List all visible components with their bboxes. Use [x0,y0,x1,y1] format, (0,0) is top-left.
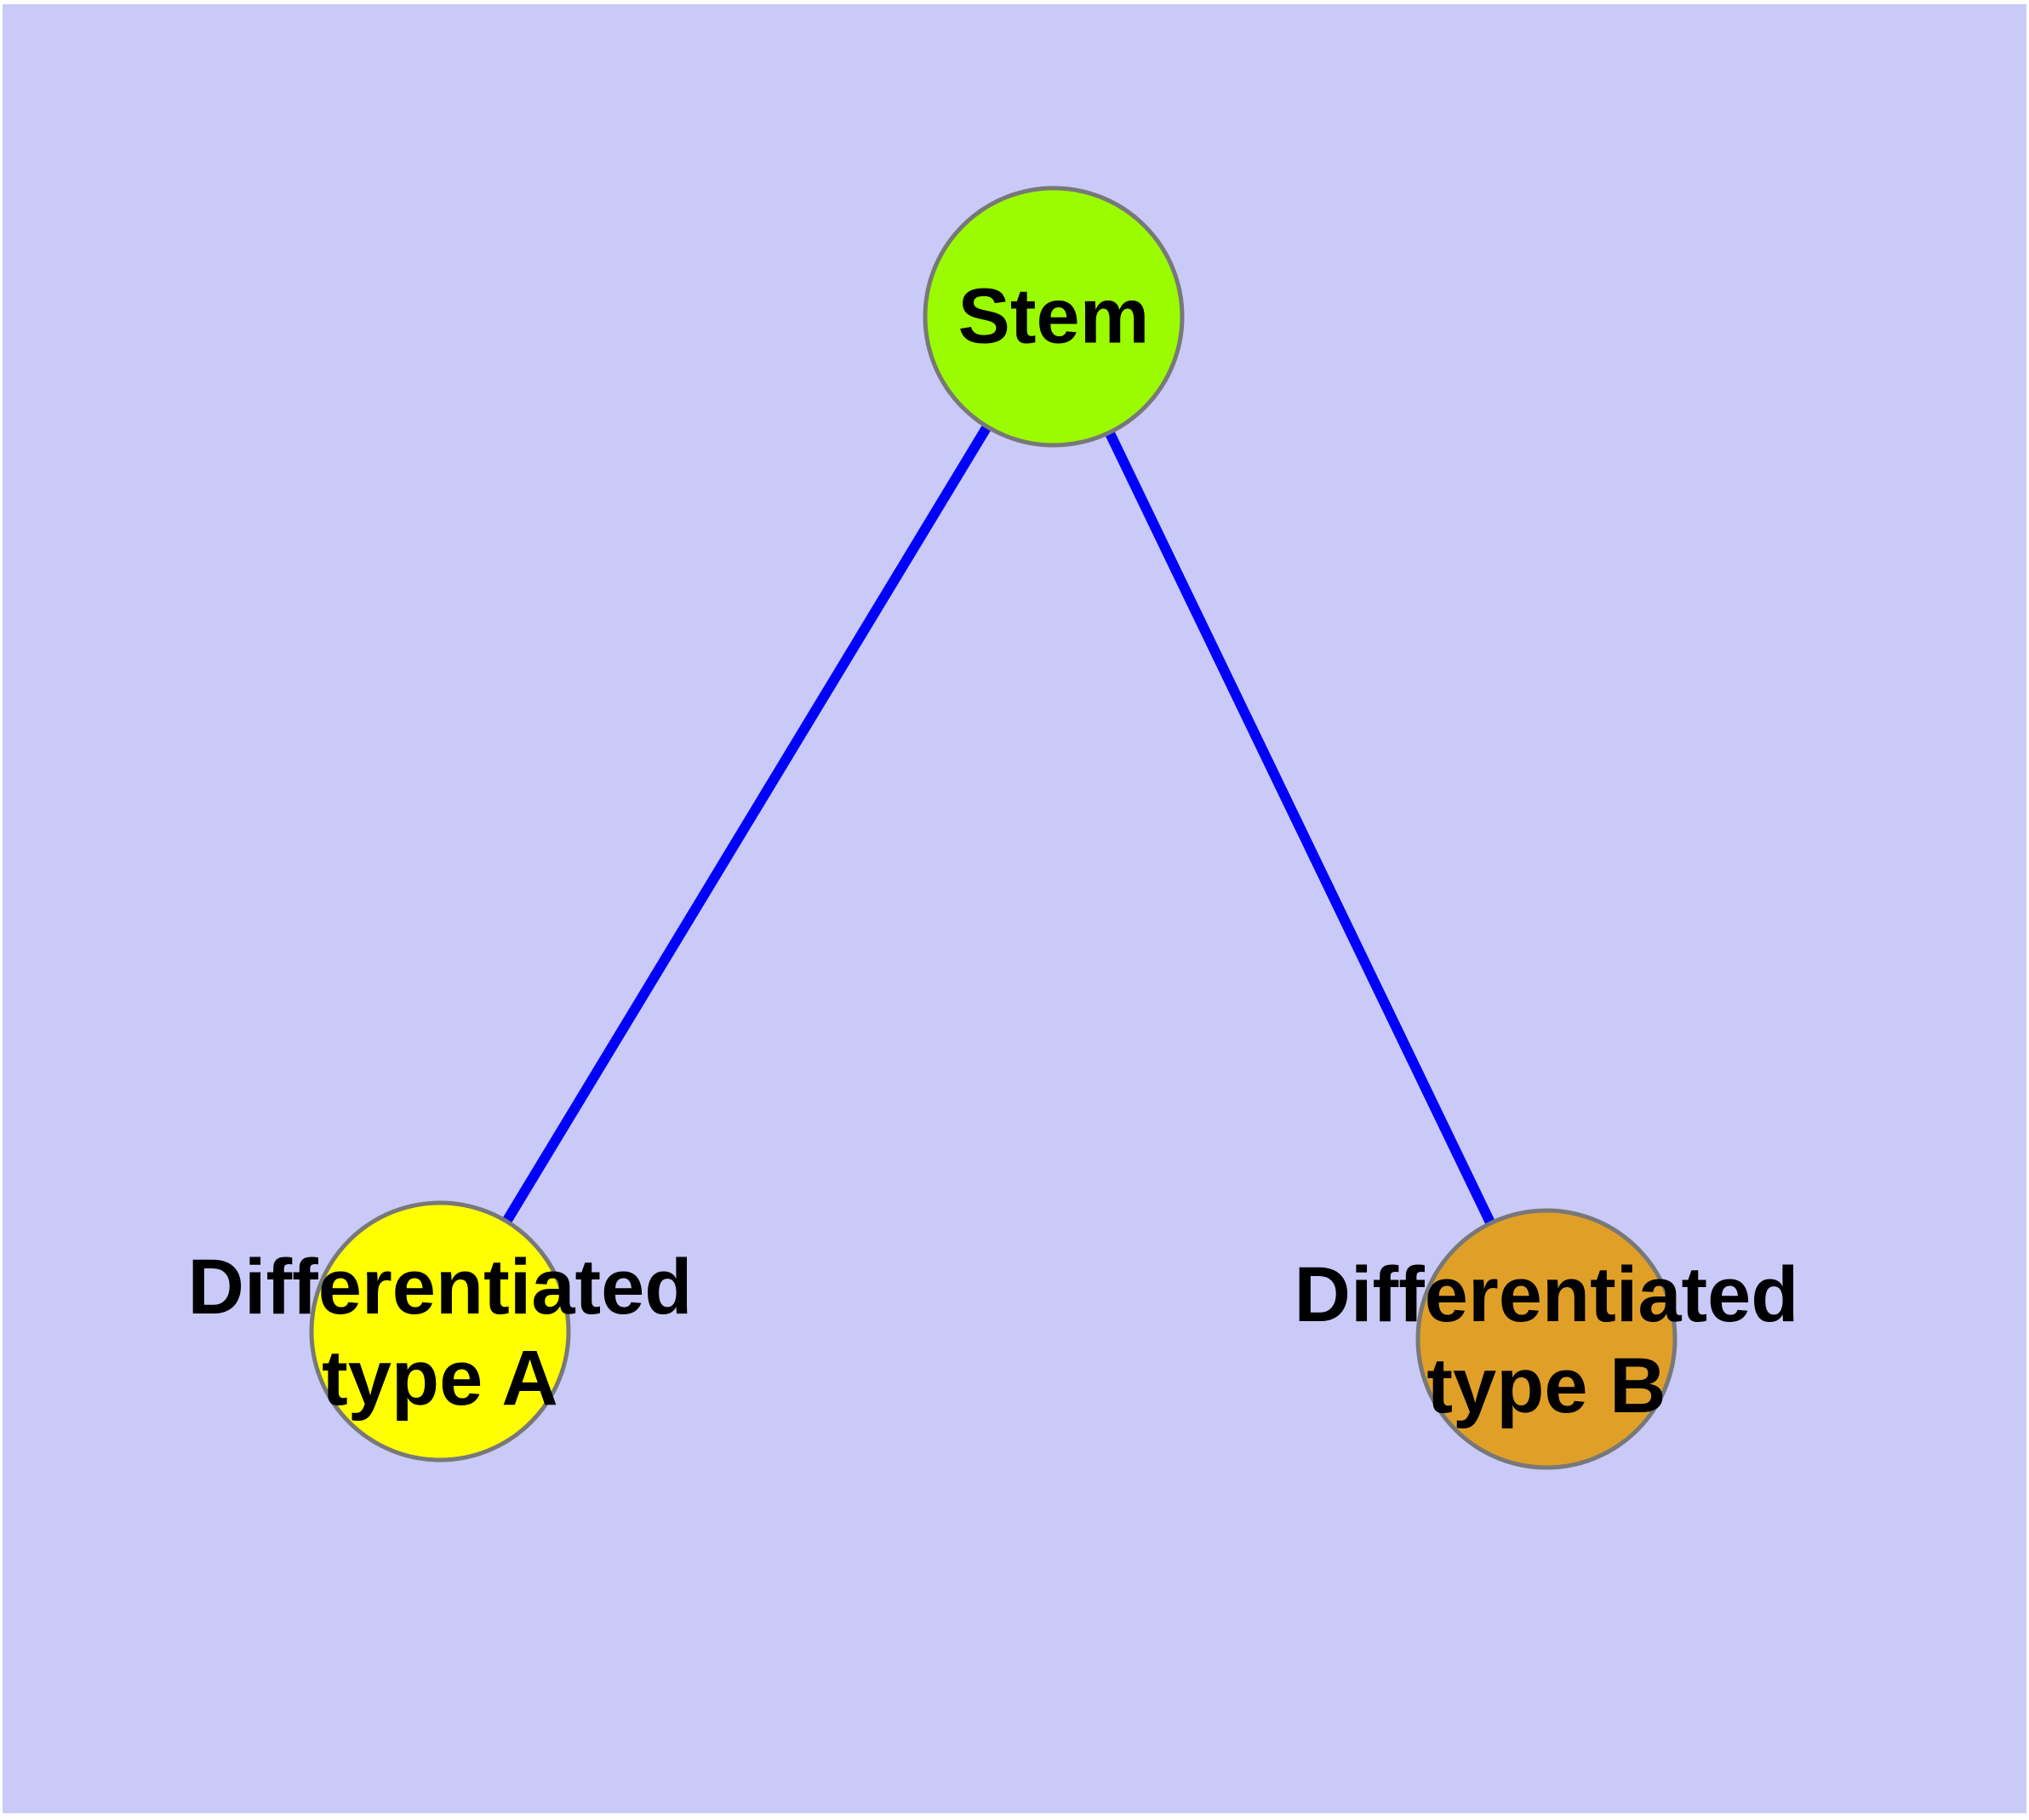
type-b-label-line2: type B [1426,1342,1666,1429]
type-a-node-circle [309,1200,571,1462]
stem-node-circle [923,186,1185,448]
stem-node-label: Stem [957,272,1150,360]
edge-stem-to-type-b [1049,314,1552,1342]
type-b-node-label: Differentiated type B [1295,1250,1799,1432]
type-b-label-line1: Differentiated [1294,1251,1799,1338]
edge-stem-to-type-a [435,313,1059,1335]
type-a-label-line2: type A [322,1335,558,1422]
type-a-node-label: Differentiated type A [188,1242,693,1424]
type-b-node-circle [1415,1208,1677,1470]
type-a-label-line1: Differentiated [187,1244,693,1331]
